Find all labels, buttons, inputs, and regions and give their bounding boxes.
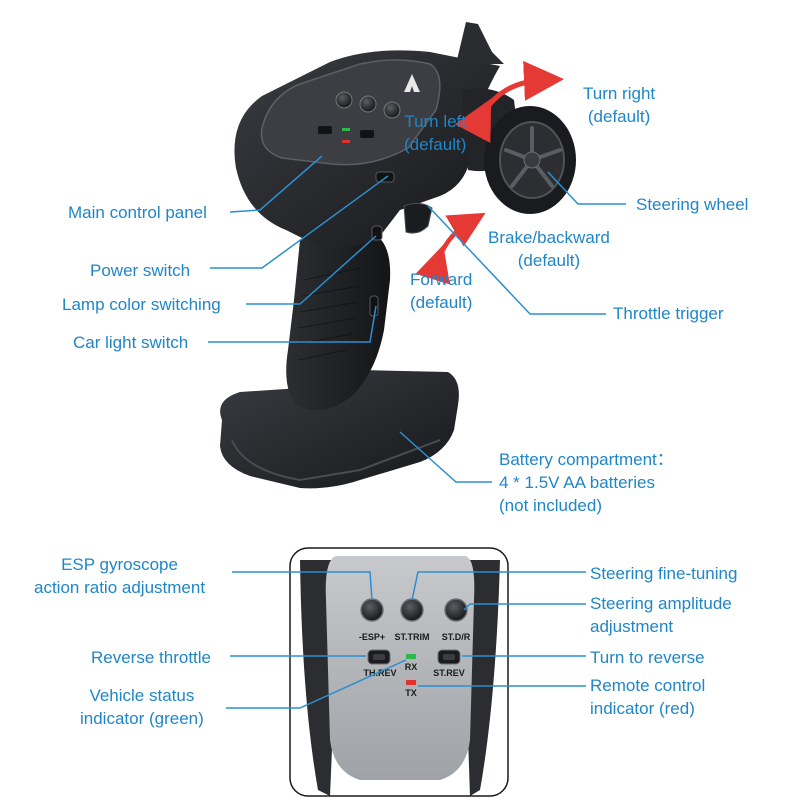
label-forward-line2: (default)	[410, 293, 473, 312]
label-remote-line1: Remote control	[590, 676, 706, 695]
top-led-red	[342, 140, 350, 143]
top-knob-dr	[383, 101, 401, 119]
label-car-light-switch: Car light switch	[73, 333, 189, 352]
label-reverse-throttle: Reverse throttle	[91, 648, 211, 667]
label-esp-line2: action ratio adjustment	[34, 578, 206, 597]
top-leader-lines	[208, 155, 626, 483]
knob-esp-icon	[360, 598, 384, 622]
panel-closeup-frame	[289, 547, 509, 797]
panel-label-esp: -ESP+	[359, 632, 385, 642]
label-esp-gyroscope: ESP gyroscope action ratio adjustment	[34, 553, 205, 599]
label-remote-control-indicator: Remote control indicator (red)	[590, 674, 705, 720]
knob-st-trim-icon	[400, 598, 424, 622]
label-brake-backward: Brake/backward (default)	[488, 226, 610, 272]
knob-st-dr-icon	[444, 598, 468, 622]
label-throttle-trigger: Throttle trigger	[613, 304, 724, 323]
panel-label-rx: RX	[405, 662, 418, 672]
label-vehicle-line1: Vehicle status	[89, 686, 195, 705]
label-remote-line2: indicator (red)	[590, 699, 695, 718]
trigger-arrow-icon	[415, 212, 486, 285]
label-steering-amplitude: Steering amplitude adjustment	[590, 592, 732, 638]
turn-arrow-icon	[454, 60, 564, 144]
panel-switches	[367, 649, 461, 665]
label-turn-right-line2: (default)	[587, 107, 651, 126]
label-brake-line1: Brake/backward	[488, 228, 610, 247]
top-knob-trim	[359, 95, 377, 113]
car-light-switch-button	[369, 295, 379, 317]
label-battery-compartment: Battery compartment： 4 * 1.5V AA batteri…	[499, 448, 674, 517]
power-switch-button	[375, 171, 395, 183]
panel-label-st-rev: ST.REV	[433, 668, 465, 678]
top-led-green	[342, 128, 350, 131]
antenna-fin	[456, 22, 504, 64]
label-turn-left-line2: (default)	[404, 135, 467, 154]
led-green-icon	[406, 654, 416, 659]
panel-label-tx: TX	[405, 688, 417, 698]
label-vehicle-status: Vehicle status indicator (green)	[80, 684, 204, 730]
steering-wheel-part	[484, 106, 576, 214]
label-battery-line1: Battery compartment：	[499, 450, 674, 469]
panel-label-th-rev: TH.REV	[363, 668, 396, 678]
battery-compartment-shell	[220, 370, 459, 489]
label-forward: Forward (default)	[410, 268, 472, 314]
label-forward-line1: Forward	[410, 270, 473, 289]
label-amplitude-line2: adjustment	[590, 617, 674, 636]
control-panel-bezel	[260, 59, 441, 166]
label-amplitude-line1: Steering amplitude	[590, 594, 732, 613]
bottom-leader-lines	[226, 571, 586, 709]
label-battery-line3: (not included)	[499, 496, 603, 515]
label-steering-fine-tuning: Steering fine-tuning	[590, 564, 738, 583]
label-turn-to-reverse: Turn to reverse	[590, 648, 705, 667]
label-vehicle-line2: indicator (green)	[80, 709, 204, 728]
label-turn-right-line1: Turn right	[583, 84, 656, 103]
panel-knobs	[360, 598, 468, 622]
label-esp-line1: ESP gyroscope	[61, 555, 178, 574]
brand-logo-icon	[404, 74, 420, 92]
led-red-icon	[406, 680, 416, 685]
top-switch-threv	[318, 126, 332, 134]
top-knob-esp	[335, 91, 353, 109]
top-switch-strev	[360, 130, 374, 138]
label-main-control-panel: Main control panel	[68, 203, 207, 222]
panel-label-st-trim: ST.TRIM	[395, 632, 430, 642]
label-turn-left: Turn left (default)	[404, 110, 466, 156]
label-turn-left-line1: Turn left	[404, 112, 467, 131]
handle-grip	[286, 230, 391, 411]
label-steering-wheel: Steering wheel	[636, 195, 749, 214]
label-brake-line2: (default)	[517, 251, 581, 270]
label-battery-line2: 4 * 1.5V AA batteries	[499, 473, 655, 492]
label-turn-right: Turn right (default)	[583, 82, 655, 128]
throttle-trigger-part	[403, 202, 433, 234]
panel-label-st-dr: ST.D/R	[442, 632, 471, 642]
label-power-switch: Power switch	[90, 261, 191, 280]
label-lamp-color-switching: Lamp color switching	[62, 295, 221, 314]
